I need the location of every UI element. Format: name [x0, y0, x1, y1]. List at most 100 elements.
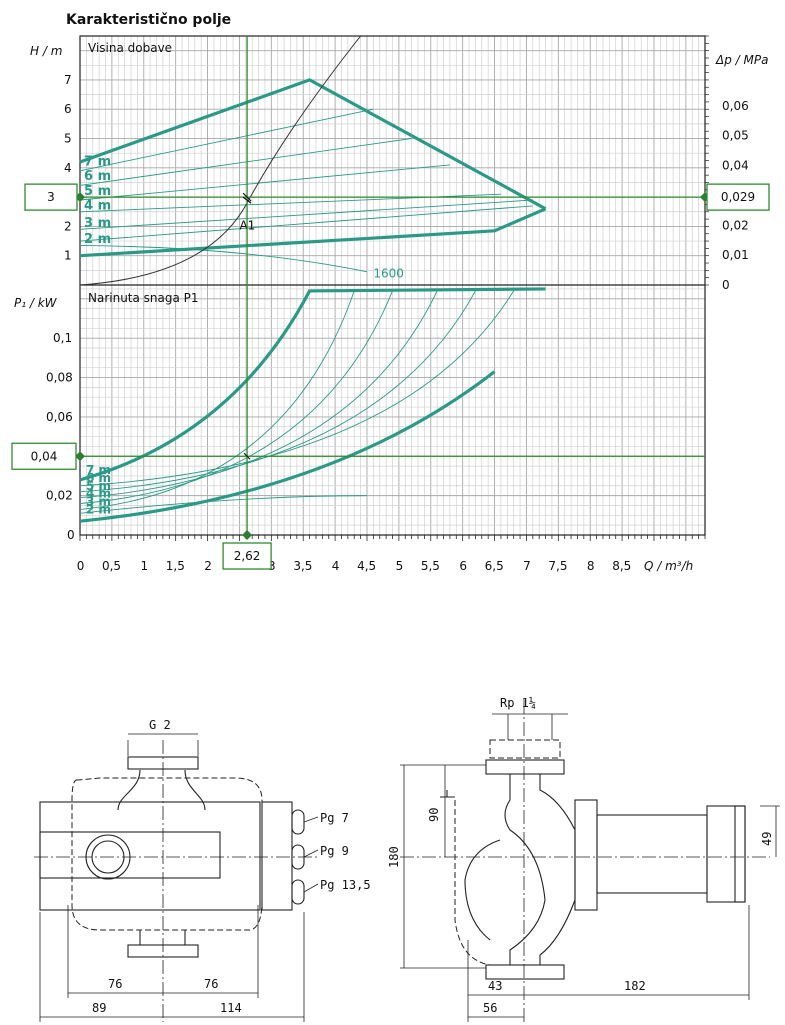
curve-top-max	[79, 78, 547, 211]
speed-label-bottom: 6 m	[86, 471, 111, 485]
y2-tick-label: 0,05	[722, 129, 749, 143]
volute-curve	[117, 769, 141, 811]
dim-76-right: 76	[204, 977, 218, 991]
y2-tick-label: 0,06	[722, 99, 749, 113]
read-power-value-box	[11, 442, 77, 470]
dim-114: 114	[220, 1001, 242, 1015]
y-tick-label-bottom: 0,02	[46, 489, 73, 503]
curve-bottom-min	[79, 370, 496, 523]
dim-56: 56	[483, 1001, 497, 1015]
x-tick-label: 3,5	[293, 559, 312, 573]
read-pressure-value-box	[706, 183, 770, 211]
x-tick-label: 8	[587, 559, 595, 573]
y-tick-label-top: 2	[64, 219, 72, 233]
x-axis-label: Q / m³/h	[644, 559, 693, 573]
speed-label-bottom: 3 m	[86, 495, 111, 509]
speed-label-bottom: 5 m	[86, 479, 111, 493]
pump-front-view-drawing: G 2 Pg 7 Pg 9 Pg 13,5 76	[34, 718, 371, 1022]
x-tick-label: 4,5	[357, 559, 376, 573]
dim-49-label: 49	[760, 832, 774, 846]
y-axis-label-bottom: P₁ / kW	[14, 296, 58, 310]
x-tick-label: 7	[523, 559, 531, 573]
y2-axis-label: Δp / MPa	[715, 53, 768, 67]
volute-profile	[504, 774, 546, 965]
y2-tick-label: 0,02	[722, 218, 749, 232]
x-tick-label: 4	[332, 559, 340, 573]
terminal-box	[39, 831, 221, 879]
x-tick-label: 7,5	[548, 559, 567, 573]
read-head-value-box	[24, 183, 78, 211]
speed-label-top: 3 m	[84, 216, 111, 231]
y-axis-label-top: H / m	[30, 44, 62, 58]
side-top-flange	[485, 759, 565, 775]
speed-label-top: 5 m	[84, 184, 111, 199]
x-tick-label: 5,5	[421, 559, 440, 573]
leader	[303, 849, 319, 858]
curve-bottom-speed	[79, 290, 355, 510]
gland-label-1: Pg 7	[320, 811, 349, 825]
dim-180-label: 180	[387, 846, 401, 868]
gland-block	[261, 801, 293, 911]
x-tick-label: 3	[268, 559, 276, 573]
x-tick-label: 0,5	[102, 559, 121, 573]
y-tick-label-top: 4	[64, 161, 72, 175]
speed-label-top: 6 m	[84, 169, 111, 184]
x-tick-label: 1,5	[166, 559, 185, 573]
dim-182: 182	[624, 979, 646, 993]
read-power-value: 0,04	[31, 449, 58, 463]
speed-label-bottom: 7 m	[86, 463, 111, 477]
curve-top-2m	[79, 205, 533, 242]
curve-top-7m	[79, 108, 374, 172]
curve-bottom-speed	[79, 290, 438, 499]
y-tick-label-bottom: 0	[67, 528, 75, 542]
curve-bottom-speed	[79, 290, 476, 493]
operating-point-mark-bottom	[243, 452, 251, 460]
gland-label-3: Pg 13,5	[320, 878, 371, 892]
curve-bottom-max	[79, 287, 546, 482]
curve-top-min	[79, 207, 547, 258]
curve-top-3m	[79, 199, 533, 230]
y-tick-label-top: 1	[64, 249, 72, 263]
figure-title: Karakteristično polje	[66, 12, 231, 28]
read-flow-value: 2,62	[234, 549, 261, 563]
gland-pg13	[291, 879, 305, 905]
operating-point-mark	[242, 192, 252, 204]
housing-outline	[71, 777, 263, 931]
volute-curve	[184, 769, 206, 811]
dim-g2-label: G 2	[149, 718, 171, 732]
curve-bottom-speed	[79, 290, 515, 487]
curve-bottom-speed	[79, 290, 393, 504]
dim-90-label: 90	[427, 808, 441, 822]
y-tick-label-bottom: 0,06	[46, 410, 73, 424]
speed-label-bottom: 2 m	[86, 502, 111, 516]
motor-end-cap	[706, 805, 746, 903]
read-pressure-value: 0,029	[721, 190, 755, 204]
inlet-curve	[464, 839, 501, 941]
curve-1600	[79, 245, 368, 273]
marker-x	[242, 530, 253, 540]
leader	[303, 816, 319, 823]
speed-label-bottom: 4 m	[86, 487, 111, 501]
curve-top-5m	[79, 164, 450, 201]
dim-76-left: 76	[108, 977, 122, 991]
rpm-label: 1600	[373, 266, 404, 280]
x-tick-label: 8,5	[612, 559, 631, 573]
gland-label-2: Pg 9	[320, 844, 349, 858]
bracket	[440, 790, 455, 798]
x-tick-label: 1	[140, 559, 148, 573]
y2-tick-label: 0,04	[722, 159, 749, 173]
y-tick-label-top: 6	[64, 102, 72, 116]
motor-flange	[574, 799, 598, 911]
side-bottom-flange	[485, 964, 565, 980]
y-tick-label-top: 7	[64, 73, 72, 87]
dim-89: 89	[92, 1001, 106, 1015]
marker-left-bottom	[75, 451, 85, 462]
leader	[303, 883, 319, 893]
volute-profile-2	[539, 774, 576, 965]
volute-dashed	[454, 800, 491, 966]
x-tick-label: 6,5	[485, 559, 504, 573]
top-socket	[489, 739, 561, 759]
x-tick-label: 0	[77, 559, 85, 573]
